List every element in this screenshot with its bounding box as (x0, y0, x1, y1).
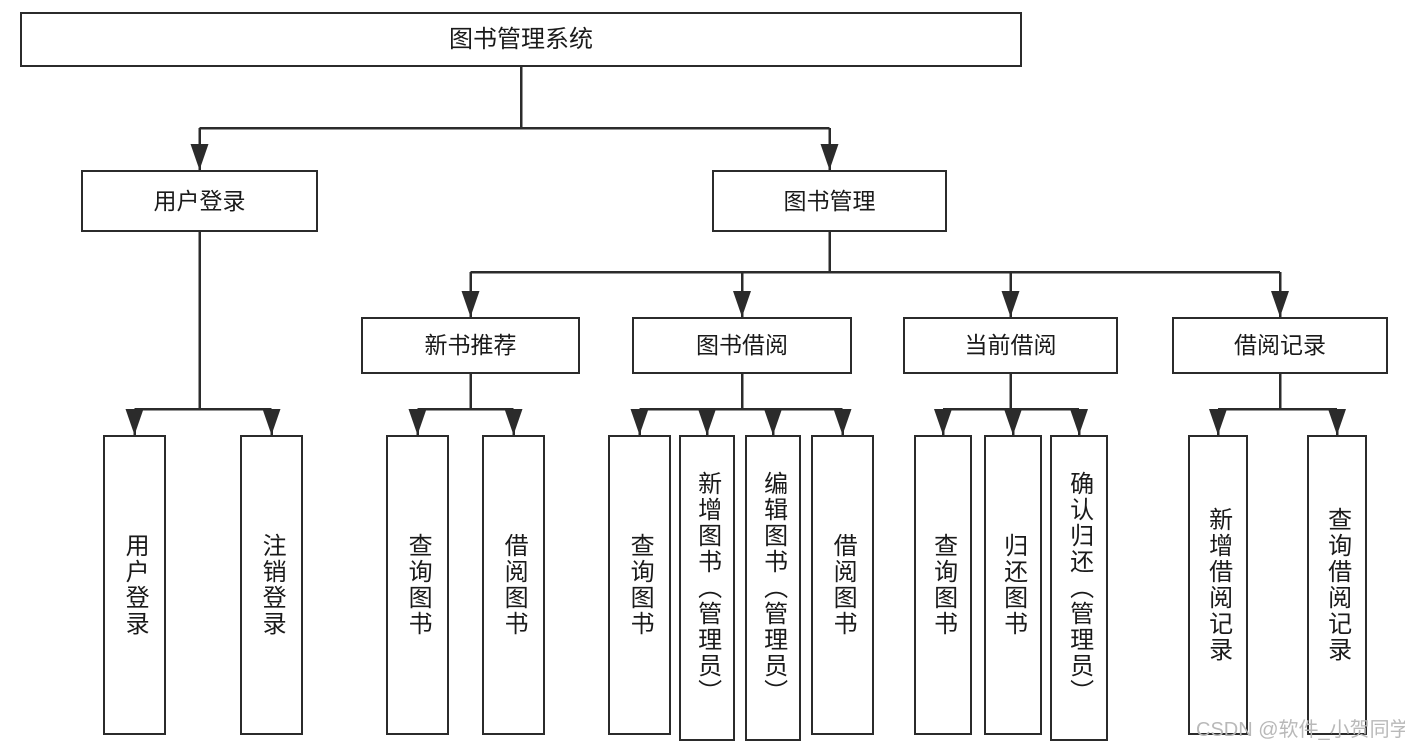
node-leaf-user-login[interactable]: 用户登录 (103, 435, 166, 735)
node-leaf-br-add[interactable]: 新增借阅记录 (1188, 435, 1248, 735)
node-label: 图书管理 (783, 187, 876, 214)
node-label: 借阅图书 (500, 533, 528, 637)
arrowhead-icon (461, 291, 480, 317)
arrowhead-icon (1209, 409, 1227, 435)
node-label: 当前借阅 (964, 332, 1057, 359)
node-label: 用户登录 (121, 533, 149, 637)
arrowhead-icon (504, 409, 523, 435)
node-label: 图书管理系统 (449, 25, 593, 53)
node-borrow-record[interactable]: 借阅记录 (1172, 317, 1388, 374)
node-label: 用户登录 (153, 187, 246, 214)
node-label: 查询图书 (404, 533, 432, 637)
node-leaf-bb-query[interactable]: 查询图书 (608, 435, 671, 735)
node-leaf-cb-query[interactable]: 查询图书 (914, 435, 972, 735)
node-leaf-cb-return[interactable]: 归还图书 (984, 435, 1042, 735)
arrowhead-icon (833, 409, 852, 435)
arrowhead-icon (408, 409, 427, 435)
node-label: 借阅图书 (829, 533, 857, 637)
node-new-book-rec[interactable]: 新书推荐 (361, 317, 580, 374)
node-leaf-bb-add[interactable]: 新增图书（管理员） (679, 435, 735, 741)
node-leaf-user-logout[interactable]: 注销登录 (240, 435, 303, 735)
node-leaf-bb-edit[interactable]: 编辑图书（管理员） (745, 435, 801, 741)
node-leaf-rec-query[interactable]: 查询图书 (386, 435, 449, 735)
arrowhead-icon (262, 409, 281, 435)
arrowhead-icon (698, 409, 716, 435)
node-root[interactable]: 图书管理系统 (20, 12, 1022, 67)
arrowhead-icon (934, 409, 952, 435)
node-label: 图书借阅 (696, 332, 788, 359)
arrowhead-icon (733, 291, 751, 317)
arrowhead-icon (1001, 291, 1020, 317)
node-user-login[interactable]: 用户登录 (81, 170, 318, 232)
node-leaf-rec-borrow[interactable]: 借阅图书 (482, 435, 545, 735)
node-label: 确认归还（管理员） (1065, 471, 1093, 705)
node-label: 新增借阅记录 (1204, 507, 1232, 663)
node-label: 注销登录 (258, 533, 286, 637)
node-label: 新增图书（管理员） (693, 471, 721, 705)
node-leaf-cb-confirm[interactable]: 确认归还（管理员） (1050, 435, 1108, 741)
node-label: 编辑图书（管理员） (759, 471, 787, 705)
node-label: 新书推荐 (424, 332, 517, 359)
arrowhead-icon (1004, 409, 1022, 435)
node-book-manage[interactable]: 图书管理 (712, 170, 947, 232)
node-label: 查询图书 (929, 533, 957, 637)
arrowhead-icon (820, 144, 839, 170)
node-label: 归还图书 (999, 533, 1027, 637)
node-book-borrow[interactable]: 图书借阅 (632, 317, 852, 374)
arrowhead-icon (764, 409, 782, 435)
node-label: 查询借阅记录 (1323, 507, 1351, 663)
arrowhead-icon (125, 409, 144, 435)
node-label: 查询图书 (626, 533, 654, 637)
watermark: CSDN @软件_小贺同学 (1196, 719, 1405, 741)
node-leaf-br-query[interactable]: 查询借阅记录 (1307, 435, 1367, 735)
node-current-borrow[interactable]: 当前借阅 (903, 317, 1118, 374)
arrowhead-icon (630, 409, 649, 435)
arrowhead-icon (1328, 409, 1346, 435)
node-label: 借阅记录 (1234, 332, 1326, 359)
node-leaf-bb-borrow[interactable]: 借阅图书 (811, 435, 874, 735)
arrowhead-icon (1070, 409, 1088, 435)
arrowhead-icon (190, 144, 209, 170)
arrowhead-icon (1271, 291, 1289, 317)
